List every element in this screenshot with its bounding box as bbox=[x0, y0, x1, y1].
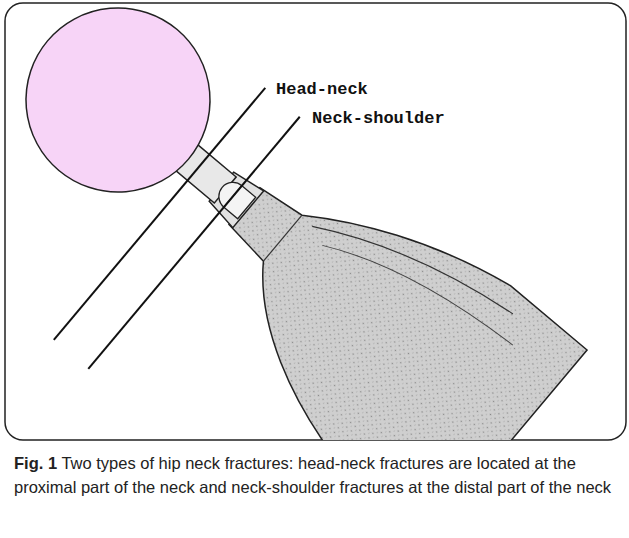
head-neck-line bbox=[54, 88, 265, 340]
level-label: Neck-shoulder bbox=[312, 109, 445, 129]
stem bbox=[148, 122, 587, 440]
neck-shoulder-line bbox=[88, 117, 299, 369]
prosthesis bbox=[5, 3, 587, 440]
femoral-head bbox=[5, 3, 248, 230]
level-label: Head-neck bbox=[276, 80, 368, 100]
figure-caption: Fig. 1 Two types of hip neck fractures: … bbox=[14, 451, 614, 499]
